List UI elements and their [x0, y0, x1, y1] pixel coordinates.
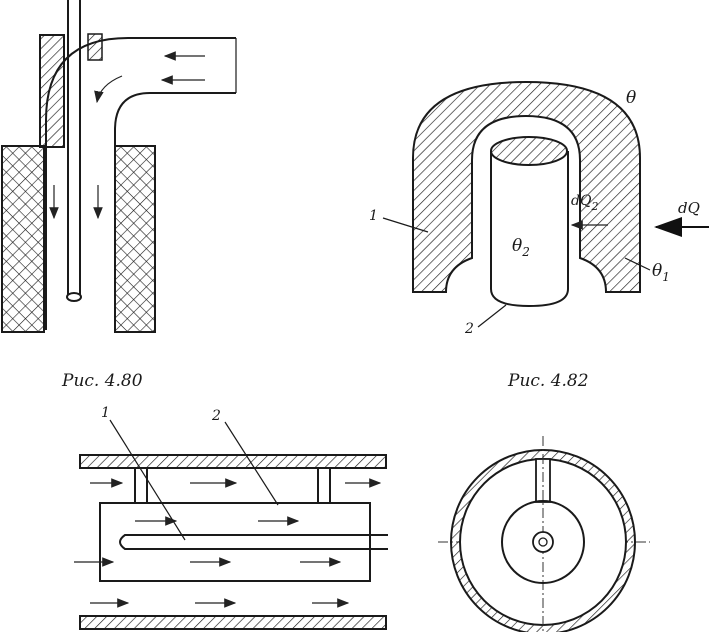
- figure-4-82: θ 1 2 θ2 dQ2 dQ θ1 Рис. 4.82: [369, 80, 709, 391]
- label-theta: θ: [626, 88, 636, 108]
- label-theta1: θ: [652, 261, 662, 281]
- label-theta1-sub: 1: [662, 270, 670, 284]
- inner-cylinder-top: [490, 136, 568, 166]
- wall-section-left: [39, 34, 65, 148]
- svg-text:θ2: θ2: [512, 236, 530, 259]
- label-dQ2-sub: 2: [590, 200, 598, 213]
- thermometer-tip: [66, 292, 82, 302]
- svg-text:dQ2: dQ2: [571, 193, 598, 213]
- label-part-2-bottom: 2: [211, 408, 221, 424]
- outer-shell: [412, 80, 641, 293]
- label-part-1: 1: [369, 208, 378, 224]
- insulation-left: [1, 145, 45, 333]
- probe-section: [532, 531, 554, 553]
- elbow-pipe-outer: [45, 37, 236, 330]
- pipe-wall-top: [79, 454, 387, 469]
- caption-fig-4-82: Рис. 4.82: [507, 371, 589, 391]
- elbow-pipe-inner: [114, 92, 236, 330]
- figure-4-80: Рис. 4.80: [1, 0, 237, 391]
- insulation-right: [114, 145, 156, 333]
- inner-tube: [99, 502, 371, 582]
- label-dQ2: dQ: [571, 193, 592, 209]
- label-part-2: 2: [464, 321, 474, 337]
- caption-fig-4-80: Рис. 4.80: [61, 371, 143, 391]
- svg-text:θ1: θ1: [652, 261, 670, 284]
- inner-cylinder: [491, 151, 568, 289]
- wall-section-right-top: [87, 33, 103, 61]
- figure-pipe-section: 1 2: [74, 405, 388, 630]
- label-theta2: θ: [512, 236, 522, 256]
- thermometer-probe: [119, 534, 388, 550]
- inner-tube-section: [501, 500, 585, 584]
- label-theta2-sub: 2: [521, 245, 530, 259]
- label-part-1-bottom: 1: [101, 405, 110, 421]
- pipe-wall-bottom: [79, 615, 387, 630]
- figure-cross-section: [438, 436, 650, 632]
- label-dQ: dQ: [678, 199, 700, 217]
